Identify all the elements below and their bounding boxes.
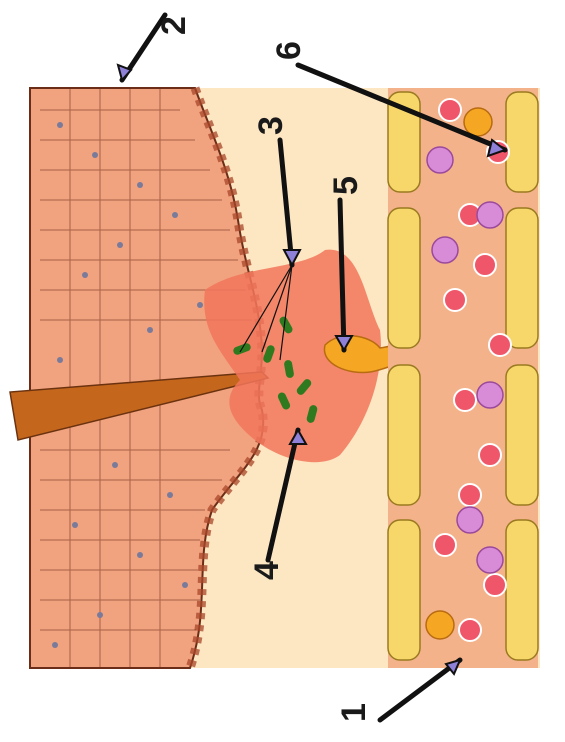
label-1: 1: [335, 703, 373, 722]
label-6: 6: [270, 41, 308, 60]
label-3: 3: [252, 116, 290, 135]
label-5: 5: [327, 176, 365, 195]
arrow-1: [380, 660, 460, 720]
label-2: 2: [155, 16, 193, 35]
label-4: 4: [248, 561, 286, 580]
